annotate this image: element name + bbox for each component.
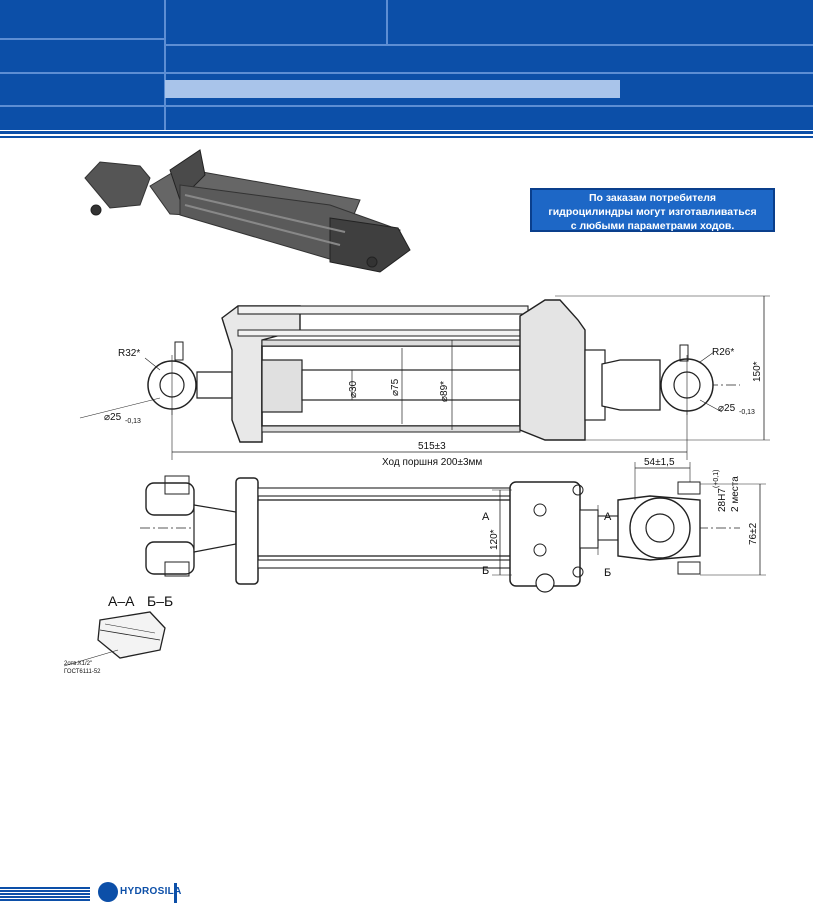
dim-w54: 54±1,5 <box>644 457 675 468</box>
dim-d25-left: ⌀25 <box>104 412 122 423</box>
dim-r32: R32* <box>118 348 140 359</box>
section-mark-a-left: А <box>482 511 490 523</box>
dim-bore28-tol: (+0,1) <box>713 470 720 488</box>
header-stripe <box>0 131 813 134</box>
dim-places: 2 места <box>730 476 741 512</box>
section-mark-a-right: А <box>604 511 612 523</box>
section-mark-b-left: Б <box>482 565 489 577</box>
brand-name: HYDROSILA <box>120 886 182 897</box>
dim-length: 515±3 <box>418 441 446 452</box>
dim-d89: ⌀89* <box>439 381 450 402</box>
dim-h120: 120* <box>489 529 500 550</box>
section-mark-b-right: Б <box>604 567 611 579</box>
header-divider <box>165 44 813 46</box>
header-highlight-bar <box>165 80 620 98</box>
section-detail <box>63 611 166 667</box>
dim-d25-left-tol: -0,13 <box>125 418 141 425</box>
order-note-box: По заказам потребителя гидроцилиндры мог… <box>530 188 775 232</box>
header-band <box>0 0 813 130</box>
header-stripe <box>0 136 813 138</box>
section-label-bb: Б–Б <box>147 593 173 609</box>
dim-d30: ⌀30 <box>348 380 359 398</box>
footer-stripe <box>0 887 90 901</box>
top-view <box>140 462 766 593</box>
dim-h76: 76±2 <box>748 522 759 545</box>
note-line: гидроцилиндры могут изготавливаться <box>548 206 757 218</box>
dim-stroke: Ход поршня 200±3мм <box>382 457 482 468</box>
dim-d25-right: ⌀25 <box>718 403 736 414</box>
header-column-line <box>164 0 166 130</box>
header-column-line <box>386 0 388 44</box>
dim-r26: R26* <box>712 347 734 358</box>
dim-d75: ⌀75 <box>390 378 401 396</box>
header-divider <box>0 105 813 107</box>
gost-label: ГОСТ6111-52 <box>64 669 101 675</box>
thread-label: 2отв.К1/2" <box>64 661 92 667</box>
side-section-view <box>79 295 770 460</box>
dim-bore28: 28H7 <box>717 488 728 512</box>
dim-d25-right-tol: -0,13 <box>739 409 755 416</box>
header-divider <box>0 38 165 40</box>
header-divider <box>0 72 813 74</box>
section-label-aa: А–А <box>108 593 135 609</box>
note-line: с любыми параметрами ходов. <box>570 220 735 232</box>
cylinder-3d-render <box>84 149 411 273</box>
brand-logo-icon <box>98 882 118 902</box>
note-line: По заказам потребителя <box>588 192 717 204</box>
footer-divider <box>174 883 177 903</box>
dim-h150: 150* <box>752 361 763 382</box>
